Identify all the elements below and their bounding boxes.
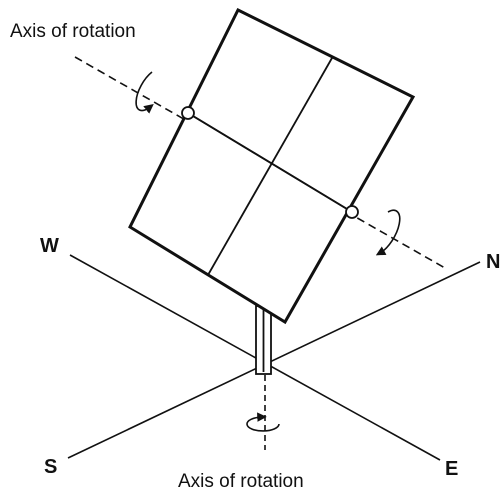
compass-lines [67,254,481,461]
bottom-axis-label: Axis of rotation [178,471,304,492]
top-axis-label: Axis of rotation [10,21,136,42]
solar-panel [128,7,416,325]
compass-south-label: S [44,456,58,478]
vertical-rotation-arrow-icon [246,412,280,432]
compass-east-label: E [445,458,459,480]
mounting-post [255,305,272,375]
west-east-line [69,254,441,461]
tilt-axis-inside-panel [187,112,353,213]
compass-west-label: W [40,235,59,257]
upper-rotation-arrow-icon [135,71,154,114]
upper-pivot-icon [181,106,195,120]
compass-north-label: N [486,251,501,273]
lower-pivot-icon [345,205,359,219]
lower-rotation-arrow-icon [375,209,401,256]
south-north-line [67,261,481,459]
